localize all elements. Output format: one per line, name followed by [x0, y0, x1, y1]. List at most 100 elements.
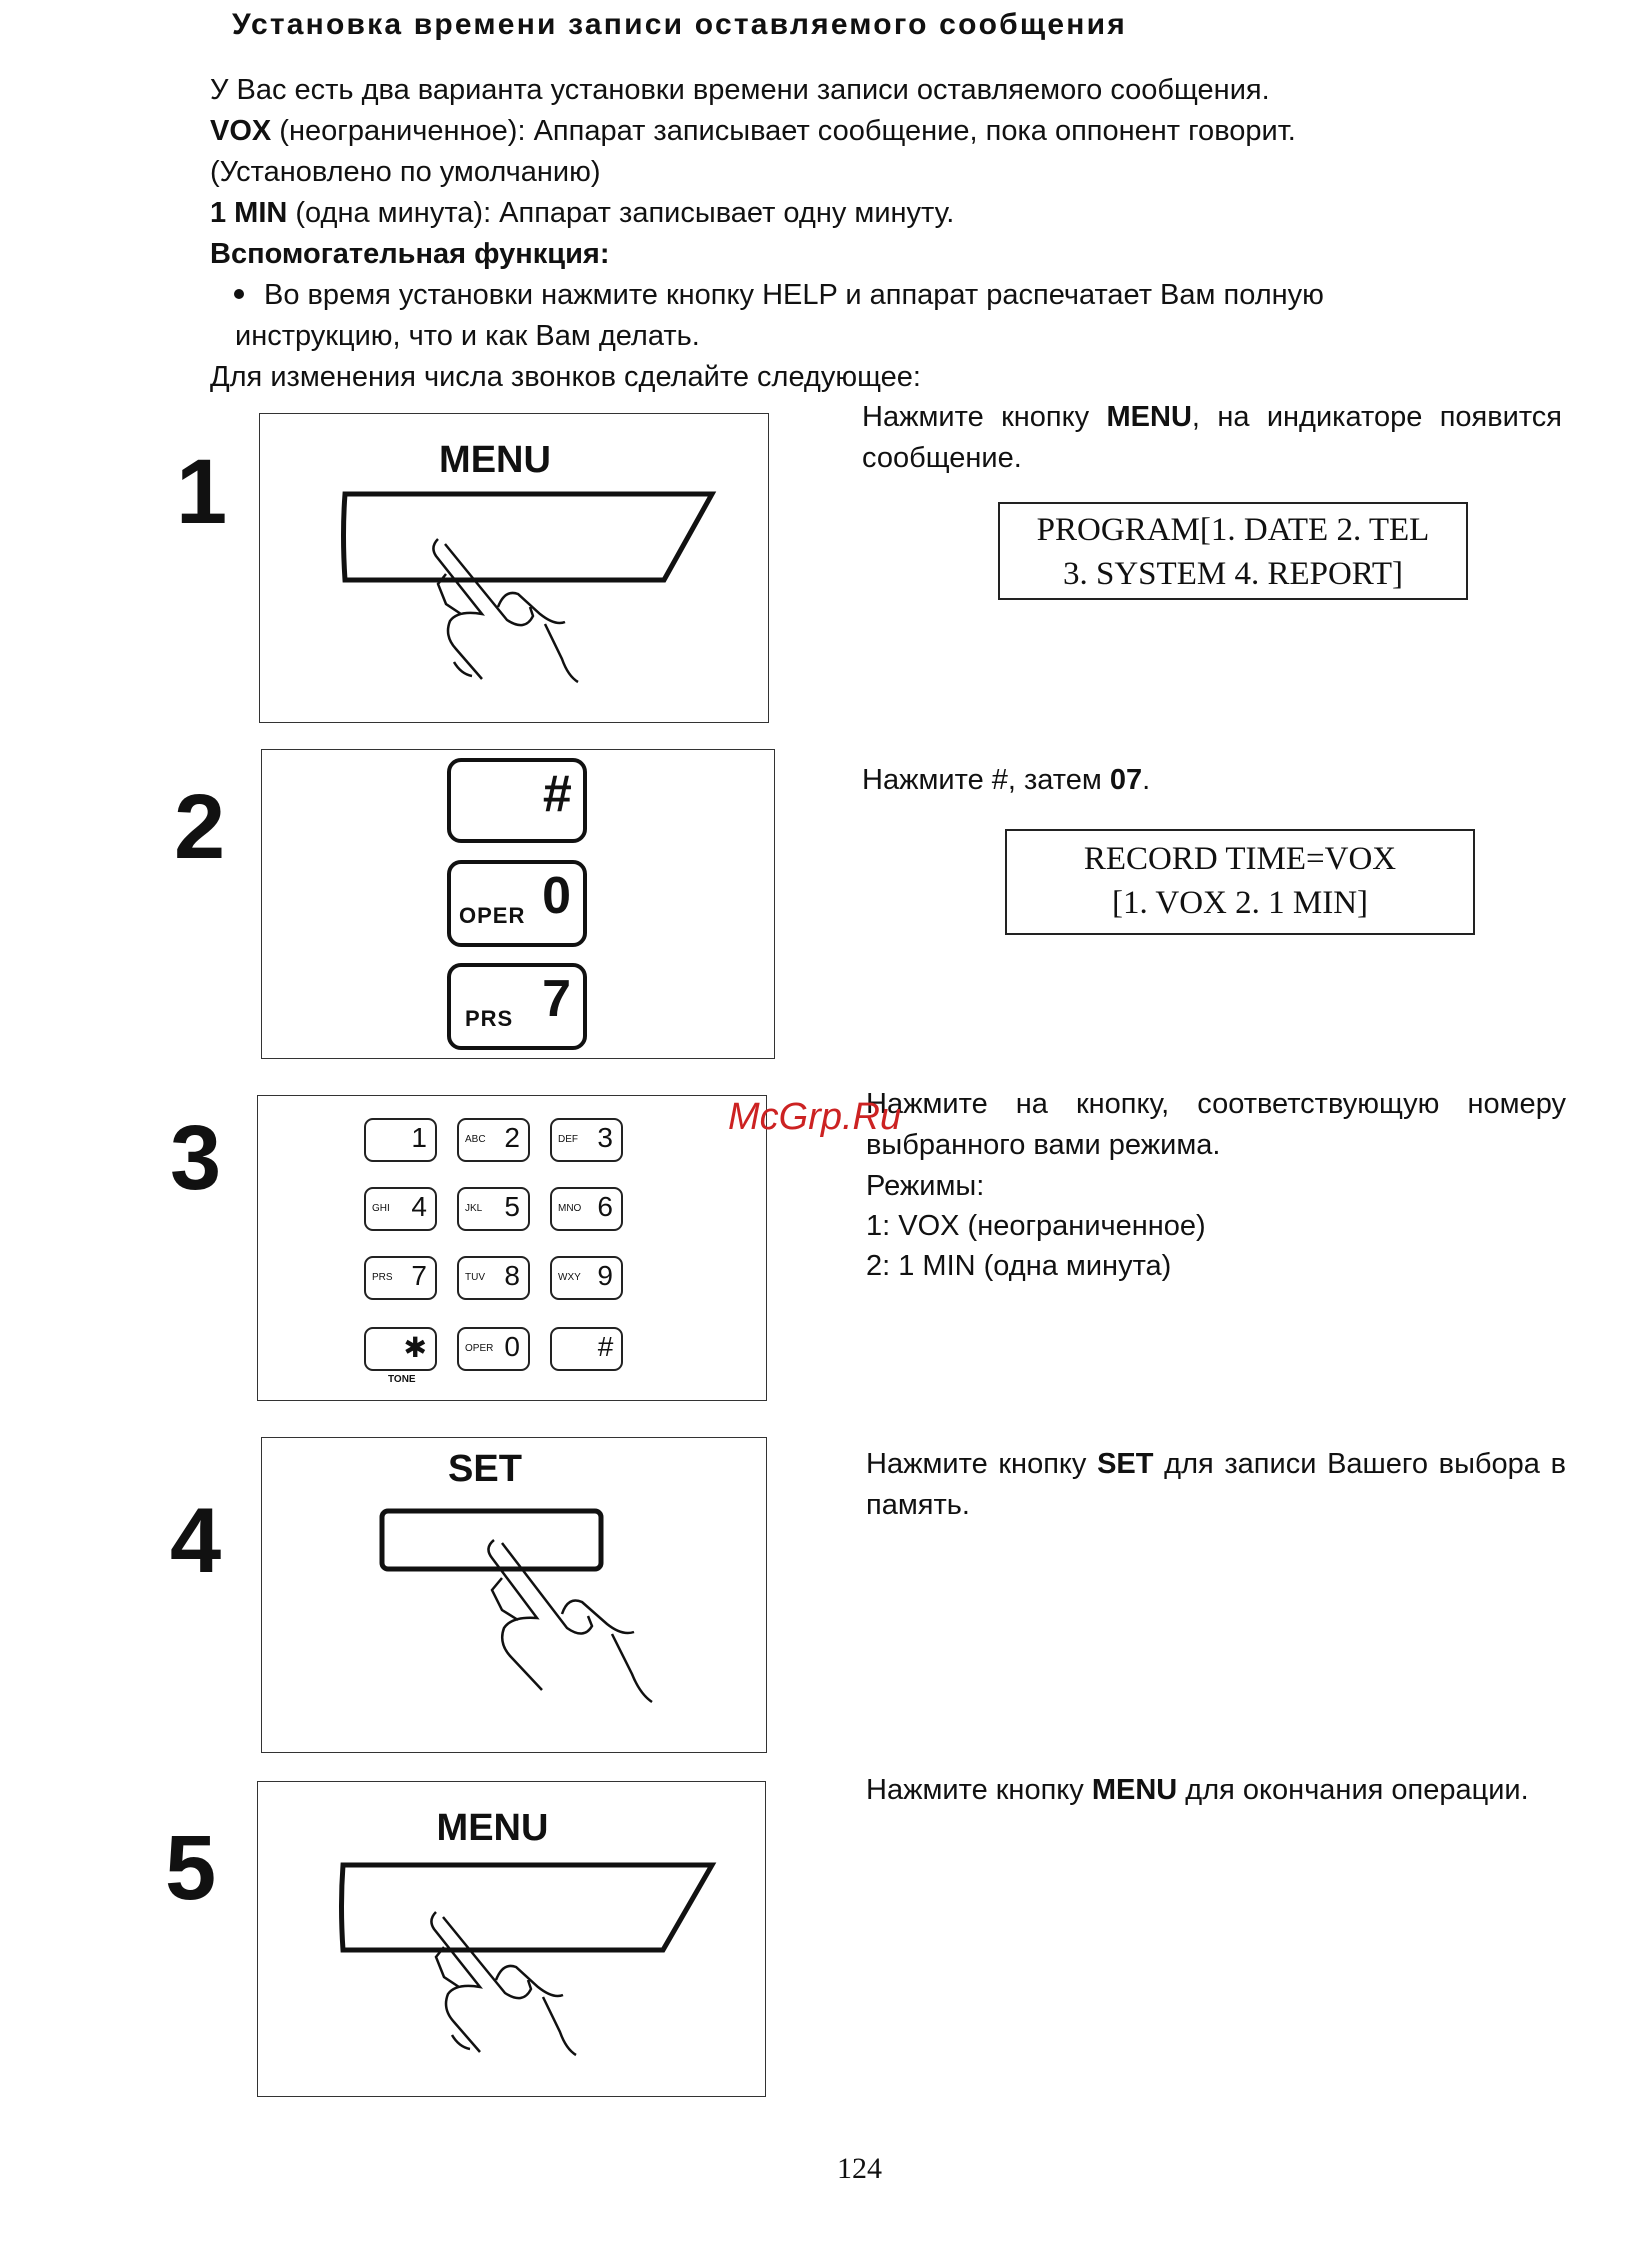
keypad-key-2: ABC 2 — [457, 1118, 530, 1162]
keypad-key-digit: 7 — [411, 1260, 427, 1291]
set-button-label: SET — [448, 1448, 522, 1490]
keypad-key-letters: DEF — [558, 1134, 578, 1145]
step-5-desc-post: для окончания операции. — [1177, 1774, 1529, 1806]
keypad-key-6: MNO 6 — [550, 1187, 623, 1231]
page-number: 124 — [837, 2152, 882, 2185]
keypad-key-letters: WXY — [558, 1272, 581, 1283]
step-4-desc-post: для записи Вашего выбора в память. — [866, 1448, 1566, 1521]
vox-option: VOX (неограниченное): Аппарат записывает… — [210, 111, 1510, 152]
keypad-key-4: GHI 4 — [364, 1187, 437, 1231]
procedure-lead: Для изменения числа звонков сделайте сле… — [210, 361, 921, 393]
help-heading: Вспомогательная функция: — [210, 238, 610, 270]
keypad-key-digit: 4 — [411, 1191, 427, 1222]
step-5-desc-key: MENU — [1091, 1774, 1178, 1806]
step-2-desc-post: . — [1142, 764, 1151, 796]
keypad-key-8: TUV 8 — [457, 1256, 530, 1300]
display-line-2: [1. VOX 2. 1 MIN] — [1111, 885, 1369, 921]
step-5-description: Нажмите кнопку MENU для окончания операц… — [866, 1770, 1566, 1811]
keypad-key-digit: # — [597, 1331, 613, 1362]
display-line-1: PROGRAM[1. DATE 2. TEL — [1036, 512, 1430, 548]
keypad-key-digit: 1 — [411, 1122, 427, 1153]
help-line1: Во время установки нажмите кнопку HELP и… — [264, 279, 1324, 311]
vox-key: VOX — [210, 115, 272, 147]
step-1-desc-key: MENU — [1106, 401, 1192, 433]
key-hash-symbol: # — [542, 765, 571, 823]
step-1-desc-post: , на индикаторе появится сообщение. — [862, 401, 1563, 474]
min-text: (одна минута): Аппарат записывает одну м… — [287, 197, 955, 229]
keypad-key-letters: OPER — [465, 1343, 494, 1354]
display-line-2: 3. SYSTEM 4. REPORT] — [1063, 556, 1403, 592]
menu-button-press-icon — [339, 1862, 717, 2057]
intro-text: У Вас есть два варианта установки времен… — [210, 70, 1510, 398]
menu-button-press-icon — [341, 491, 717, 684]
vox-default-note: (Установлено по умолчанию) — [210, 156, 601, 188]
keypad-key-digit: 6 — [597, 1191, 613, 1222]
keypad-key-digit: 9 — [597, 1260, 613, 1291]
step-4-desc-key: SET — [1097, 1448, 1154, 1480]
keypad-key-letters: TUV — [465, 1272, 485, 1283]
menu-button-label: MENU — [439, 439, 551, 481]
step-1-display: PROGRAM[1. DATE 2. TEL 3. SYSTEM 4. REPO… — [998, 502, 1468, 600]
keypad-key-5: JKL 5 — [457, 1187, 530, 1231]
step-4-description: Нажмите кнопку SET для записи Вашего выб… — [866, 1444, 1566, 1526]
key-0-digit: 0 — [542, 867, 571, 925]
key-0-letters: OPER — [459, 903, 526, 928]
key-7-letters: PRS — [465, 1006, 514, 1031]
keypad-key-0: OPER 0 — [457, 1327, 530, 1371]
bullet-icon — [234, 288, 244, 299]
step-2-illustration: # OPER 0 PRS 7 — [261, 749, 775, 1059]
keypad-key-letters: MNO — [558, 1203, 582, 1214]
step-1-illustration: MENU — [259, 413, 769, 723]
min-option: 1 MIN (одна минута): Аппарат записывает … — [210, 193, 1510, 234]
watermark: McGrp.Ru — [728, 1096, 902, 1138]
page-title: Установка времени записи оставляемого со… — [232, 8, 1127, 41]
step-1-number: 1 — [176, 441, 228, 543]
keypad-key-7: PRS 7 — [364, 1256, 437, 1300]
display-line-1: RECORD TIME=VOX — [1083, 841, 1397, 877]
menu-button-label: MENU — [436, 1807, 549, 1849]
intro-line: У Вас есть два варианта установки времен… — [210, 74, 1270, 106]
step-2-description: Нажмите #, затем 07. — [862, 760, 1562, 801]
step-3-description: Нажмите на кнопку, соответствующую номер… — [866, 1088, 1566, 1161]
step-5-number: 5 — [165, 1817, 217, 1919]
set-button-press-icon — [379, 1508, 653, 1704]
keypad-key-digit: 2 — [504, 1122, 520, 1153]
mode-1: 1: VOX (неограниченное) — [866, 1210, 1206, 1242]
keypad-key-star: ✱ — [364, 1327, 437, 1371]
modes-heading: Режимы: — [866, 1170, 985, 1202]
step-4-desc-pre: Нажмите кнопку — [866, 1448, 1098, 1480]
vox-text: (неограниченное): Аппарат записывает соо… — [271, 115, 1296, 147]
step-3-number: 3 — [170, 1107, 222, 1209]
key-prs-7: PRS 7 — [447, 963, 587, 1050]
step-2-desc-key: 07 — [1109, 764, 1143, 796]
step-5-desc-pre: Нажмите кнопку — [866, 1774, 1092, 1806]
keypad-key-digit: 0 — [504, 1331, 520, 1362]
help-line: Во время установки нажмите кнопку HELP и… — [210, 275, 1510, 316]
keypad-key-hash: # — [550, 1327, 623, 1371]
keypad-key-letters: JKL — [465, 1203, 483, 1214]
step-2-display: RECORD TIME=VOX [1. VOX 2. 1 MIN] — [1005, 829, 1475, 935]
keypad-key-1: 1 — [364, 1118, 437, 1162]
key-oper-0: OPER 0 — [447, 860, 587, 947]
keypad-key-letters: PRS — [372, 1272, 393, 1283]
mode-2: 2: 1 MIN (одна минута) — [866, 1250, 1172, 1282]
keypad-key-digit: 5 — [504, 1191, 520, 1222]
min-key: 1 MIN — [210, 197, 288, 229]
keypad-key-letters: GHI — [372, 1203, 390, 1214]
step-5-illustration: MENU — [257, 1781, 766, 2097]
step-1-desc-pre: Нажмите кнопку — [862, 401, 1107, 433]
key-7-digit: 7 — [542, 970, 571, 1028]
key-hash: # — [447, 758, 587, 843]
keypad-key-digit: ✱ — [403, 1332, 427, 1363]
step-4-number: 4 — [170, 1490, 222, 1592]
step-2-desc-pre: Нажмите #, затем — [862, 764, 1110, 796]
help-line2: инструкцию, что и как Вам делать. — [235, 320, 700, 352]
keypad-key-digit: 8 — [504, 1260, 520, 1291]
tone-label: TONE — [388, 1374, 416, 1385]
step-2-number: 2 — [174, 776, 226, 878]
keypad-key-letters: ABC — [465, 1134, 486, 1145]
step-4-illustration: SET — [261, 1437, 767, 1753]
